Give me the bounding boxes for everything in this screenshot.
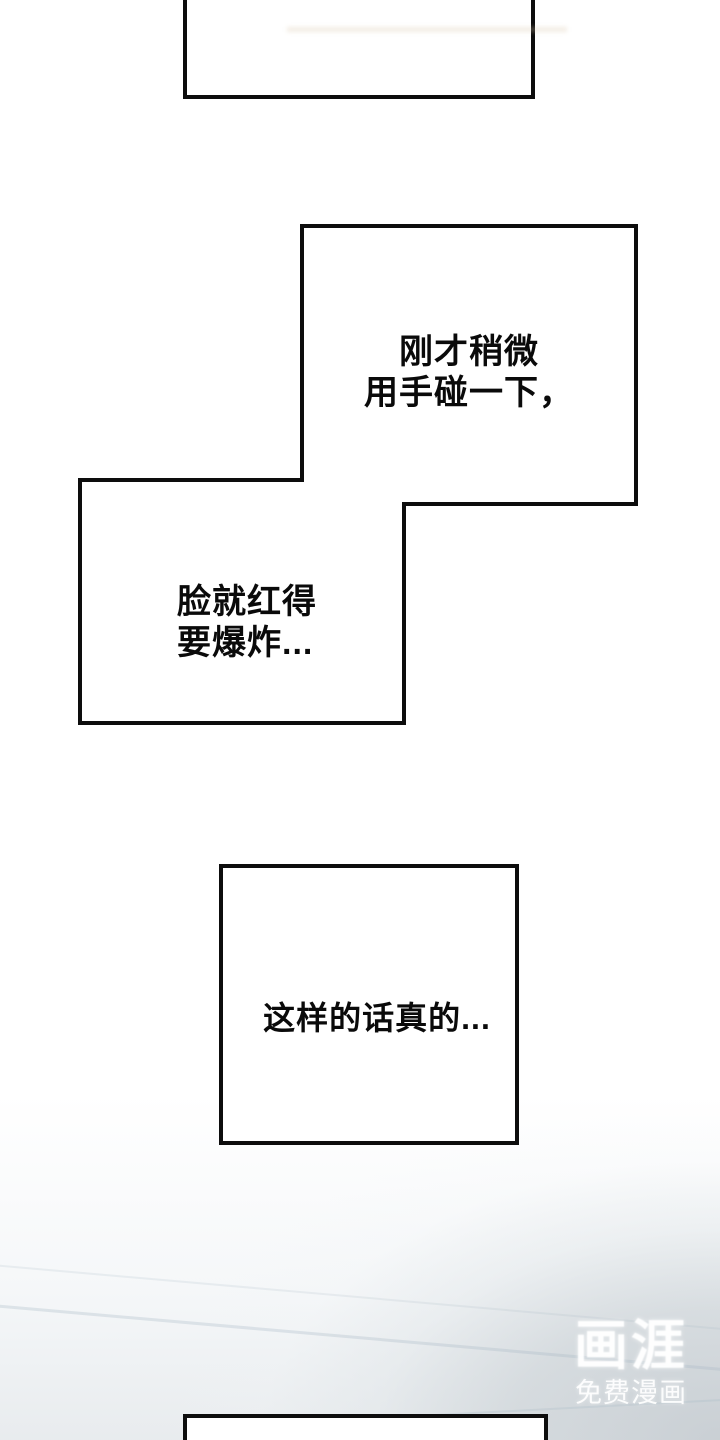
narration-line: 这样的话真的... [263, 1000, 491, 1036]
narration-line: 刚才稍微 [399, 333, 539, 371]
comic-panel-bottom-partial [183, 1414, 548, 1440]
narration-line: 用手碰一下， [364, 374, 574, 412]
narration-line: 脸就红得 [177, 583, 317, 621]
watermark-subtitle: 免费漫画 [575, 1378, 687, 1408]
narration-square: 这样的话真的... [232, 998, 522, 1039]
comic-panel-square [219, 864, 519, 1145]
narration-line: 要爆炸... [177, 624, 314, 662]
faded-artwork-remnant [287, 27, 567, 32]
narration-stepped-left: 脸就红得 要爆炸... [177, 582, 317, 664]
narration-stepped-right: 刚才稍微 用手碰一下， [302, 332, 636, 414]
watermark-logo: 画涯 [574, 1316, 688, 1376]
stepped-panel-outline [78, 224, 638, 725]
comic-panel-top-partial [183, 0, 535, 99]
watermark: 画涯 免费漫画 [556, 1316, 706, 1408]
